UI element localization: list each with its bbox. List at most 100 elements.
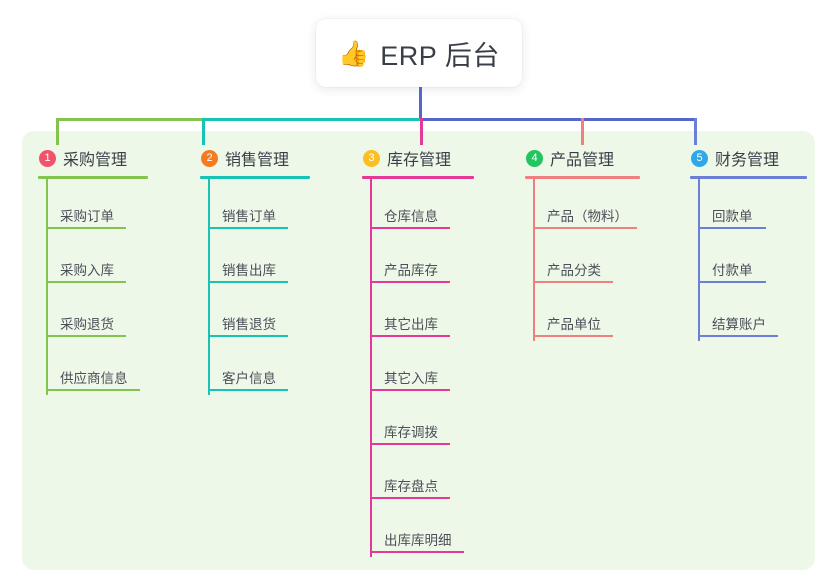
module-column-3: 3 库存管理仓库信息产品库存其它出库其它入库库存调拨库存盘点出库库明细 [362, 146, 474, 557]
module-header-underline [38, 176, 148, 179]
submodule-item-label: 其它出库 [384, 317, 438, 332]
submodule-item-label: 回款单 [712, 209, 753, 224]
submodule-item-underline [46, 389, 140, 391]
submodule-item[interactable]: 销售订单 [208, 179, 310, 233]
submodule-spine-line [208, 179, 210, 395]
module-number-badge: 4 [526, 149, 543, 167]
submodule-item-label: 仓库信息 [384, 209, 438, 224]
submodule-item-label: 其它入库 [384, 371, 438, 386]
connector-bar-segment [420, 118, 695, 121]
submodule-spine-line [46, 179, 48, 395]
submodule-item[interactable]: 仓库信息 [370, 179, 474, 233]
submodule-item-underline [698, 227, 766, 229]
trunk-connector-line [419, 87, 422, 120]
column-drop-line [420, 118, 423, 145]
submodule-item[interactable]: 销售出库 [208, 233, 310, 287]
submodule-item-underline [370, 389, 450, 391]
module-title-label: 财务管理 [715, 152, 780, 169]
module-title-label: 采购管理 [63, 152, 128, 169]
submodule-item[interactable]: 采购入库 [46, 233, 148, 287]
column-drop-line [581, 118, 584, 145]
submodule-item-label: 销售订单 [222, 209, 276, 224]
module-header-4[interactable]: 4 产品管理 [525, 146, 640, 170]
submodule-item-label: 产品库存 [384, 263, 438, 278]
module-title-label: 产品管理 [550, 152, 615, 169]
submodule-item[interactable]: 结算账户 [698, 287, 807, 341]
submodule-item-label: 客户信息 [222, 371, 276, 386]
submodule-item-label: 库存盘点 [384, 479, 438, 494]
column-drop-line [202, 118, 205, 145]
module-title-label: 库存管理 [387, 152, 452, 169]
submodule-item-label: 付款单 [712, 263, 753, 278]
submodule-item-underline [533, 227, 637, 229]
submodule-item-underline [46, 281, 126, 283]
module-header-3[interactable]: 3 库存管理 [362, 146, 474, 170]
module-number-badge: 1 [39, 149, 56, 167]
submodule-item-label: 销售出库 [222, 263, 276, 278]
submodule-item[interactable]: 销售退货 [208, 287, 310, 341]
submodule-item[interactable]: 供应商信息 [46, 341, 148, 395]
submodule-item-underline [698, 335, 778, 337]
root-title-label: ERP 后台 [380, 40, 500, 71]
connector-bar-segment [202, 118, 420, 121]
submodule-item-label: 采购订单 [60, 209, 114, 224]
submodule-item[interactable]: 库存盘点 [370, 449, 474, 503]
submodule-item[interactable]: 客户信息 [208, 341, 310, 395]
thumbs-up-icon: 👍 [338, 38, 370, 68]
submodule-list: 销售订单销售出库销售退货客户信息 [200, 179, 310, 395]
modules-panel [22, 131, 815, 570]
submodule-item[interactable]: 产品单位 [533, 287, 640, 341]
submodule-item-underline [370, 227, 450, 229]
connector-bar-segment [56, 118, 202, 121]
submodule-item-underline [370, 497, 450, 499]
submodule-list: 回款单付款单结算账户 [690, 179, 807, 341]
module-header-5[interactable]: 5 财务管理 [690, 146, 807, 170]
submodule-list: 仓库信息产品库存其它出库其它入库库存调拨库存盘点出库库明细 [362, 179, 474, 557]
module-number-badge: 2 [201, 149, 218, 167]
root-title-card[interactable]: 👍 ERP 后台 [316, 19, 522, 87]
module-header-underline [690, 176, 807, 179]
submodule-item[interactable]: 回款单 [698, 179, 807, 233]
submodule-item-label: 供应商信息 [60, 371, 128, 386]
submodule-item-label: 产品（物料） [547, 209, 628, 224]
submodule-item[interactable]: 库存调拨 [370, 395, 474, 449]
module-header-underline [525, 176, 640, 179]
submodule-item[interactable]: 产品库存 [370, 233, 474, 287]
submodule-item[interactable]: 付款单 [698, 233, 807, 287]
submodule-spine-line [533, 179, 535, 341]
module-header-1[interactable]: 1 采购管理 [38, 146, 148, 170]
submodule-item[interactable]: 产品（物料） [533, 179, 640, 233]
submodule-item-underline [370, 551, 464, 553]
submodule-item-underline [208, 281, 288, 283]
module-header-underline [362, 176, 474, 179]
submodule-item-underline [698, 281, 766, 283]
module-column-4: 4 产品管理产品（物料） 产品分类产品单位 [525, 146, 640, 341]
submodule-spine-line [370, 179, 372, 557]
submodule-spine-line [698, 179, 700, 341]
submodule-item[interactable]: 采购退货 [46, 287, 148, 341]
column-drop-line [694, 118, 697, 145]
submodule-item-underline [46, 227, 126, 229]
submodule-item[interactable]: 出库库明细 [370, 503, 474, 557]
submodule-item[interactable]: 其它入库 [370, 341, 474, 395]
submodule-item-underline [533, 335, 613, 337]
submodule-item[interactable]: 产品分类 [533, 233, 640, 287]
submodule-item-underline [208, 335, 288, 337]
submodule-item-underline [370, 335, 450, 337]
module-number-badge: 3 [363, 149, 380, 167]
column-drop-line [56, 118, 59, 145]
submodule-item-label: 出库库明细 [384, 533, 452, 548]
submodule-item-underline [370, 443, 450, 445]
submodule-item-underline [208, 227, 288, 229]
module-header-underline [200, 176, 310, 179]
submodule-list: 产品（物料） 产品分类产品单位 [525, 179, 640, 341]
submodule-list: 采购订单采购入库采购退货供应商信息 [38, 179, 148, 395]
submodule-item[interactable]: 采购订单 [46, 179, 148, 233]
module-column-1: 1 采购管理采购订单采购入库采购退货供应商信息 [38, 146, 148, 395]
module-number-badge: 5 [691, 149, 708, 167]
submodule-item-label: 采购退货 [60, 317, 114, 332]
submodule-item[interactable]: 其它出库 [370, 287, 474, 341]
